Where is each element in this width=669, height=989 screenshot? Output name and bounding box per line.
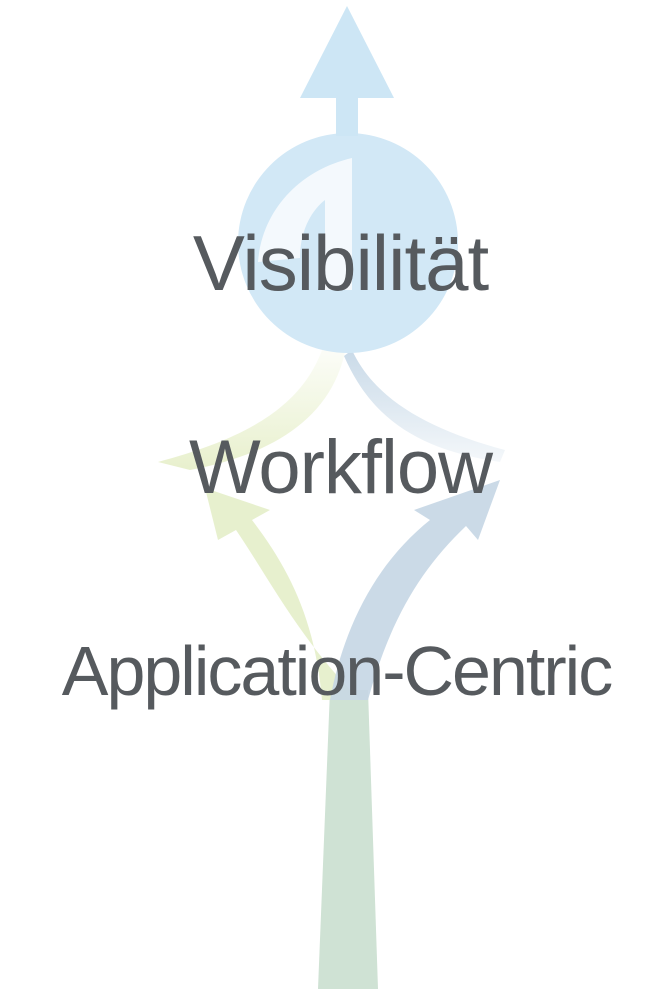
top-arrow-head [300,6,394,98]
left-branch-arrow [205,488,360,700]
trunk-arrow-shaft [318,690,378,989]
top-arrow-shaft [336,96,358,136]
stage-label-workflow: Workflow [188,425,493,510]
upper-right-arc [344,350,505,462]
right-branch-arrow [330,480,500,700]
circle-swirl-highlight [258,158,352,290]
stage-label-application-centric: Application-Centric [61,632,613,710]
stage-label-visibility: Visibilität [192,219,489,307]
upper-left-arc [158,350,345,470]
